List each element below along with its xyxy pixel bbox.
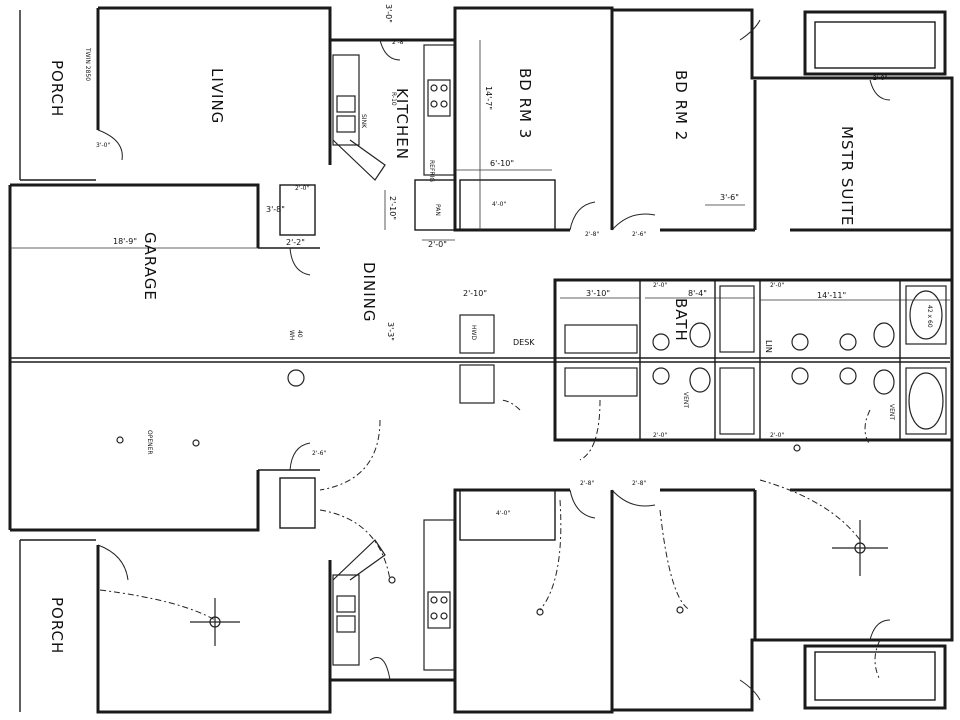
dim-label: 2'-0"	[770, 282, 784, 289]
electrical	[99, 369, 888, 681]
dim-label: 3'-10"	[586, 289, 610, 298]
dim-label: 2'-2"	[286, 238, 305, 247]
room-label-garage: GARAGE	[141, 232, 159, 301]
note-refrig: REFRIG	[428, 160, 435, 182]
dim-label: 8'-4"	[688, 289, 707, 298]
note-sink: SINK	[360, 114, 367, 129]
note-twin: TWIN 2850	[84, 47, 91, 81]
room-label-kitchen: KITCHEN	[393, 88, 411, 160]
dim-label: 2'-6"	[632, 231, 646, 238]
label-desk: DESK	[513, 338, 535, 347]
dim-label: 4'-0"	[496, 510, 510, 517]
bath-fixtures	[459, 285, 947, 435]
walls	[8, 6, 954, 714]
note-tub: 42 x 60	[926, 305, 933, 328]
notes: TWIN 2850 REFRIG SINK 42 x 60 OPENER VEN…	[84, 47, 933, 455]
note-r10: R-10	[390, 92, 397, 106]
dim-label: 3'-3"	[386, 322, 395, 341]
room-label-mstr-suite: MSTR SUITE	[838, 126, 856, 226]
dim-label: 2'-0"	[428, 240, 447, 249]
label-wh: WH	[288, 330, 295, 340]
dim-label: 3'-0"	[384, 4, 393, 23]
room-label-porch-top: PORCH	[48, 60, 66, 117]
label-pan: PAN	[434, 204, 441, 216]
dim-label: 2'-10"	[388, 196, 397, 220]
dim-label: 2'-0"	[873, 75, 887, 82]
dim-label: 3'-0"	[96, 142, 110, 149]
dim-label: 2'-6"	[312, 450, 326, 457]
note-opener: OPENER	[146, 430, 153, 455]
room-label-porch-bottom: PORCH	[48, 597, 66, 654]
note-vent: VENT	[682, 392, 689, 408]
dim-label: 2'-0"	[653, 432, 667, 439]
kitchen-fixtures	[332, 44, 455, 671]
dim-label: 3'-8"	[266, 205, 285, 214]
ceiling-fan-icon	[832, 520, 888, 576]
dimension-lines	[10, 40, 950, 301]
room-label-dining: DINING	[360, 262, 378, 322]
dim-label: 18'-9"	[113, 237, 137, 246]
dim-label: 4'-0"	[492, 201, 506, 208]
label-hwd: HWD	[470, 325, 477, 340]
room-labels: LIVING PORCH PORCH KITCHEN BD RM 3 BD RM…	[48, 60, 856, 654]
dim-label: 2'-0"	[653, 282, 667, 289]
room-label-bath: BATH	[672, 298, 690, 342]
note-wh: 40	[296, 330, 303, 338]
note-vent: VENT	[888, 404, 895, 420]
dim-label: 3'-6"	[720, 193, 739, 202]
dim-label: 2'-8"	[580, 480, 594, 487]
room-label-living: LIVING	[208, 68, 226, 124]
dim-label: 2'-0"	[770, 432, 784, 439]
doors	[97, 19, 891, 701]
dim-label: 2'-0"	[295, 185, 309, 192]
ceiling-fan-icon	[190, 598, 240, 646]
dim-label: 2'-8"	[632, 480, 646, 487]
dim-label: 2'-8"	[392, 39, 406, 46]
dim-label: 6'-10"	[490, 159, 514, 168]
dim-label: 2'-8"	[585, 231, 599, 238]
label-lin: LIN	[764, 340, 773, 353]
dim-label: 14'-7"	[484, 86, 493, 110]
dim-label: 14'-11"	[817, 291, 846, 300]
room-label-bd-rm-2: BD RM 2	[672, 70, 690, 141]
dim-label: 2'-10"	[463, 289, 487, 298]
room-label-bd-rm-3: BD RM 3	[516, 68, 534, 139]
dimension-labels: 3'-0" 2'-8" 14'-7" 6'-10" 4'-0" 3'-0" 3'…	[96, 4, 887, 517]
